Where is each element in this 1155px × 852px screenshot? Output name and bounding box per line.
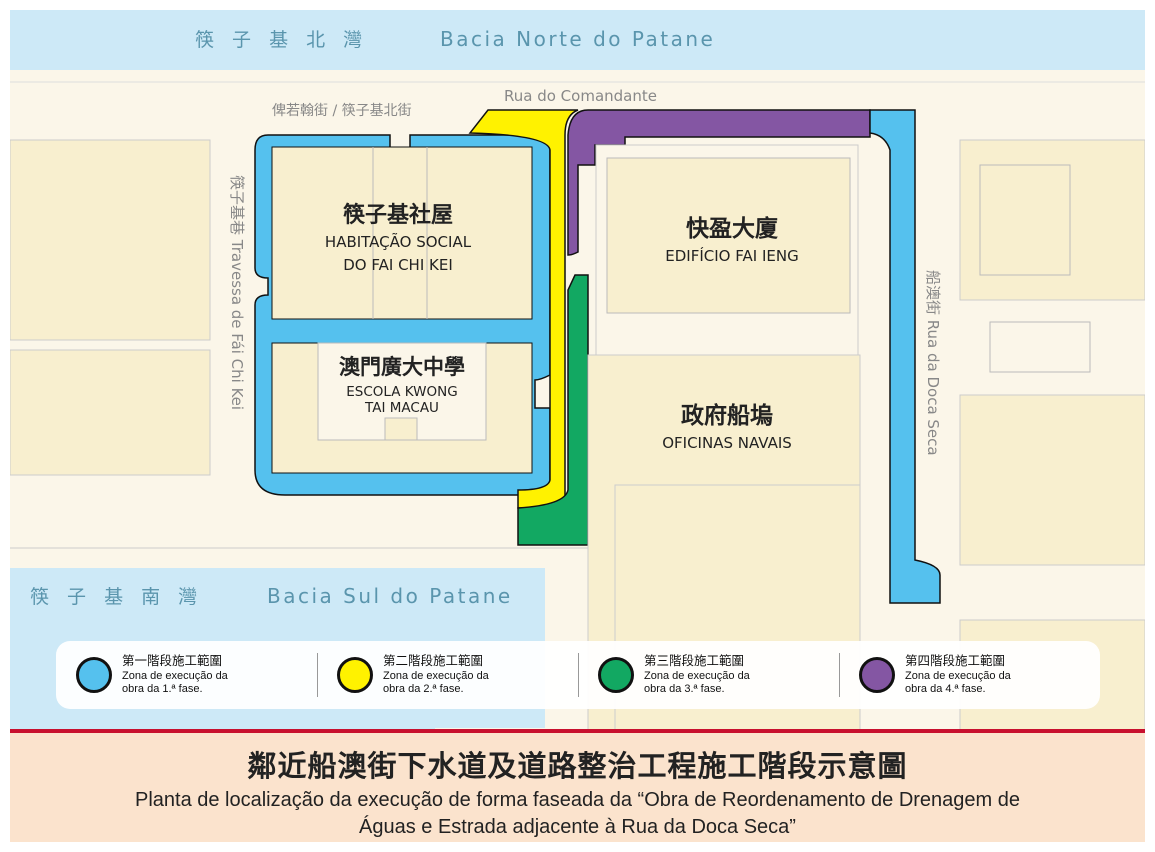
phase1-swatch-icon [76, 657, 112, 693]
phase3-zone [517, 274, 589, 546]
building-label-pt: EDIFÍCIO FAI IENG [665, 246, 798, 265]
title-band: 鄰近船澳街下水道及道路整治工程施工階段示意圖 Planta de localiz… [10, 729, 1145, 843]
phase2-swatch-icon [337, 657, 373, 693]
street-north: 俾若翰街 / 筷子基北街 [272, 102, 412, 119]
street-rua-comandante: Rua do Comandante [504, 87, 657, 105]
building-label-pt: TAI MACAU [364, 400, 439, 416]
legend-label-pt: Zona de execução da [122, 669, 228, 682]
title-pt-line1: Planta de localização da execução de for… [134, 789, 1020, 811]
phase1-zone-right [869, 109, 941, 604]
building-label-pt: OFICINAS NAVAIS [662, 434, 792, 452]
legend-label-pt: Zona de execução da [905, 669, 1011, 682]
legend-label-pt: obra da 1.ª fase. [122, 682, 203, 695]
legend-label-zh: 第一階段施工範圍 [122, 653, 223, 668]
building-fai-ieng [606, 157, 851, 314]
phase2-zone [468, 109, 579, 509]
water-south-label-pt: Bacia Sul do Patane [267, 584, 513, 608]
street-travessa: 筷子基巷 Travessa de Fái Chi Kei [228, 175, 246, 410]
legend-label-zh: 第四階段施工範圍 [905, 653, 1006, 668]
phase4-swatch-icon [859, 657, 895, 693]
water-north-label-pt: Bacia Norte do Patane [440, 27, 715, 51]
legend-label-pt: Zona de execução da [383, 669, 489, 682]
legend-label-zh: 第二階段施工範圍 [383, 653, 484, 668]
water-south-label-zh: 筷 子 基 南 灣 [30, 586, 203, 608]
building-label-zh: 澳門廣大中學 [339, 355, 465, 379]
water-north-label-zh: 筷 子 基 北 灣 [195, 29, 368, 51]
bacia-norte-water [10, 10, 1145, 70]
phase3-swatch-icon [598, 657, 634, 693]
legend-label-pt: obra da 2.ª fase. [383, 682, 464, 695]
legend-label-pt: obra da 4.ª fase. [905, 682, 986, 695]
legend-label-pt: Zona de execução da [644, 669, 750, 682]
building-label-zh: 筷子基社屋 [343, 202, 453, 228]
building-label-pt: DO FAI CHI KEI [343, 256, 453, 274]
title-pt-line2: Águas e Estrada adjacente à Rua da Doca … [359, 816, 796, 838]
title-zh: 鄰近船澳街下水道及道路整治工程施工階段示意圖 [247, 749, 908, 783]
building-label-zh: 政府船塢 [681, 402, 773, 429]
legend-label-pt: obra da 3.ª fase. [644, 682, 725, 695]
building-label-pt: HABITAÇÃO SOCIAL [325, 232, 472, 251]
street-doca-seca: 船澳街 Rua da Doca Seca [924, 270, 942, 456]
building-label-zh: 快盈大廈 [686, 215, 778, 242]
building-habitacao [271, 146, 533, 320]
legend-label-zh: 第三階段施工範圍 [644, 653, 745, 668]
building-label-pt: ESCOLA KWONG [346, 384, 457, 400]
